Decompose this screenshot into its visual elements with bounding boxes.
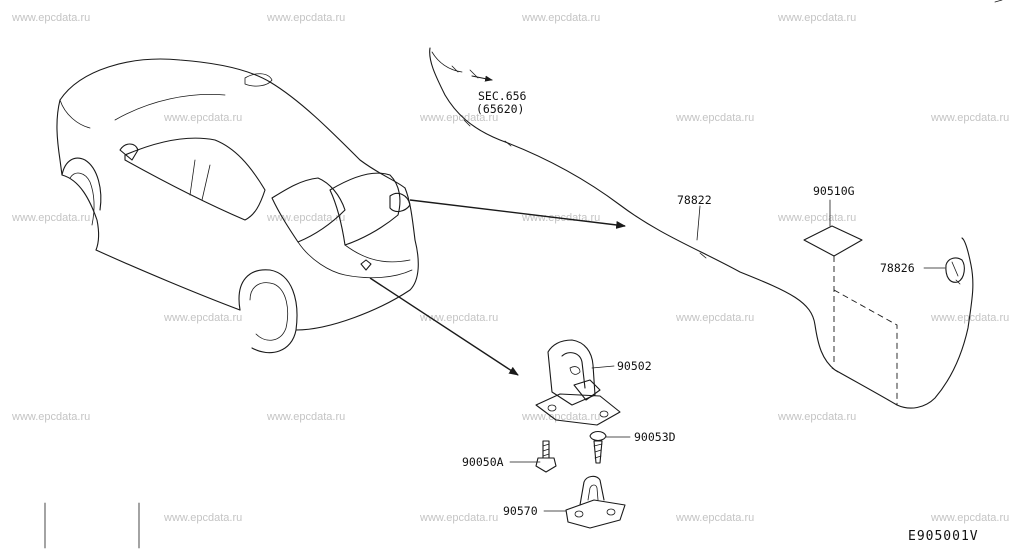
vehicle-illustration bbox=[56, 58, 419, 354]
part-label-90510g: 90510G bbox=[813, 184, 855, 198]
frame-marks bbox=[44, 0, 1003, 549]
pad-position-guide bbox=[833, 256, 898, 405]
watermark: www.epcdata.ru bbox=[419, 512, 498, 524]
watermark: www.epcdata.ru bbox=[163, 512, 242, 524]
watermark-layer: www.epcdata.ru www.epcdata.ru www.epcdat… bbox=[11, 12, 1009, 524]
cable-pad bbox=[803, 225, 863, 257]
section-ref-label: SEC.656 bbox=[478, 89, 527, 103]
watermark: www.epcdata.ru bbox=[163, 112, 242, 124]
striker bbox=[565, 475, 626, 529]
watermark: www.epcdata.ru bbox=[675, 312, 754, 324]
watermark: www.epcdata.ru bbox=[11, 12, 90, 24]
screw bbox=[589, 430, 607, 464]
watermark: www.epcdata.ru bbox=[11, 411, 90, 423]
watermark: www.epcdata.ru bbox=[11, 212, 90, 224]
watermark: www.epcdata.ru bbox=[930, 112, 1009, 124]
watermark: www.epcdata.ru bbox=[266, 12, 345, 24]
watermark: www.epcdata.ru bbox=[930, 512, 1009, 524]
part-label-90050a: 90050A bbox=[462, 455, 504, 469]
watermark: www.epcdata.ru bbox=[266, 411, 345, 423]
watermark: www.epcdata.ru bbox=[777, 12, 856, 24]
latch-assembly bbox=[535, 339, 621, 426]
watermark: www.epcdata.ru bbox=[521, 411, 600, 423]
bolt bbox=[535, 440, 557, 473]
part-label-78826: 78826 bbox=[880, 261, 915, 275]
watermark: www.epcdata.ru bbox=[675, 512, 754, 524]
watermark: www.epcdata.ru bbox=[675, 112, 754, 124]
part-label-90570: 90570 bbox=[503, 504, 538, 518]
watermark: www.epcdata.ru bbox=[777, 212, 856, 224]
cable-clip bbox=[945, 257, 965, 283]
leader-arrow-latch bbox=[369, 277, 519, 376]
watermark: www.epcdata.ru bbox=[419, 312, 498, 324]
label-leaders bbox=[509, 199, 946, 512]
watermark: www.epcdata.ru bbox=[266, 212, 345, 224]
section-ref-code-label: (65620) bbox=[476, 102, 524, 116]
part-label-90053d: 90053D bbox=[634, 430, 676, 444]
watermark: www.epcdata.ru bbox=[777, 411, 856, 423]
watermark: www.epcdata.ru bbox=[163, 312, 242, 324]
part-label-78822: 78822 bbox=[677, 193, 712, 207]
diagram-code: E905001V bbox=[908, 529, 979, 544]
leader-arrow-cable bbox=[409, 199, 626, 229]
release-cable bbox=[429, 47, 974, 409]
watermark: www.epcdata.ru bbox=[521, 12, 600, 24]
part-label-90502: 90502 bbox=[617, 359, 652, 373]
watermark: www.epcdata.ru bbox=[419, 112, 498, 124]
